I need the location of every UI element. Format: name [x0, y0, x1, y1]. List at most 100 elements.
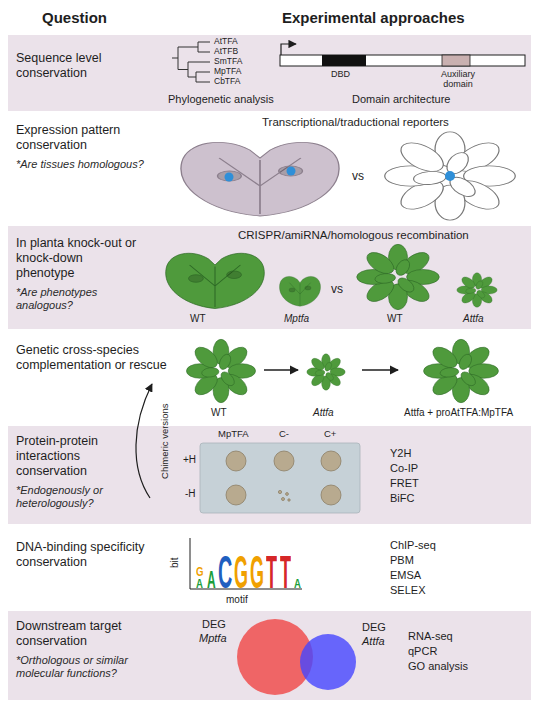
- yeast-colony: [288, 499, 290, 501]
- y2h-plate: [200, 443, 360, 513]
- yeast-colonies: [226, 451, 341, 505]
- yeast-colony: [226, 451, 246, 471]
- figure-label: -H: [185, 488, 196, 500]
- question-note: *Orthologous or similar molecular functi…: [16, 654, 166, 680]
- reporter-signal: [225, 173, 234, 182]
- figure-label: Mptfa: [199, 632, 227, 645]
- band-fill: [8, 226, 531, 329]
- question-band: Downstream target conservation *Orthologo…: [8, 611, 531, 700]
- thallus-mutant: [280, 276, 321, 306]
- figure-label: RNA-seq: [408, 630, 453, 643]
- figure-label: +H: [183, 454, 196, 466]
- figure-label: WT: [190, 313, 206, 325]
- figure-label: WT: [211, 407, 227, 419]
- figure-label: Attfa: [362, 635, 385, 648]
- rosette-rescued: [424, 339, 499, 402]
- promoter-arrow: [281, 44, 296, 55]
- figure-label: CRISPR/amiRNA/homologous recombination: [238, 229, 469, 242]
- motif-letter: G: [250, 548, 264, 595]
- figure-label: C-: [279, 429, 289, 440]
- question-band: In planta knock-out or knock-down phenot…: [8, 226, 531, 329]
- figure-label: Transcriptional/traductional reporters: [262, 116, 449, 129]
- figure-label: bit: [169, 557, 181, 568]
- figure-label: Attfa + proAtTFA:MpTFA: [404, 407, 513, 419]
- figure-label: vs: [352, 170, 364, 184]
- rosette-wt: [186, 339, 255, 402]
- edge-label: Chimeric versions: [160, 403, 170, 479]
- column-heading: Question: [42, 9, 107, 26]
- figure-label: DBD: [331, 69, 350, 79]
- yeast-colony: [286, 493, 289, 496]
- rosette-wt: [357, 244, 440, 309]
- rosette-mutant: [307, 354, 345, 390]
- band-fill: [8, 426, 531, 524]
- question-note: *Endogenously or heterologously?: [16, 484, 136, 510]
- figure-label: AtTFA: [214, 37, 238, 47]
- band-fill: [8, 35, 531, 111]
- yeast-colony: [226, 485, 246, 505]
- figure-label: Domain architecture: [352, 93, 450, 106]
- figure-label: ChIP-seq: [390, 539, 436, 552]
- yeast-colony: [321, 485, 341, 505]
- motif-letter: A: [294, 578, 301, 590]
- gene-bar: [280, 55, 525, 66]
- figure-label: GO analysis: [408, 660, 468, 673]
- figure-label: Y2H: [390, 447, 411, 460]
- figure-label: AtTFB: [214, 47, 238, 57]
- figure-label: Attfa: [463, 313, 484, 325]
- question-band: Expression pattern conservation *Are tiss…: [8, 113, 531, 224]
- figure-label: motif: [226, 594, 248, 606]
- figure-label: C+: [324, 429, 336, 440]
- figure-label: Phylogenetic analysis: [168, 93, 274, 106]
- step-arrow: [362, 369, 398, 370]
- rosette-mutant: [457, 273, 497, 308]
- figure-label: MpTFA: [218, 429, 249, 440]
- figure-label: BiFC: [390, 492, 414, 505]
- column-heading: Experimental approaches: [282, 9, 465, 26]
- motif-letter: C: [218, 548, 232, 595]
- figure-label: DEG: [362, 621, 386, 634]
- question-text: DNA-binding specificity conservation: [16, 540, 166, 570]
- figure-label: DEG: [202, 618, 226, 631]
- motif-letter: G: [196, 566, 203, 578]
- figure-label: WT: [387, 313, 403, 325]
- question-text: Genetic cross-species complementation or…: [16, 343, 178, 373]
- figure-label: PBM: [390, 554, 414, 567]
- phylogenetic-tree: [172, 42, 210, 82]
- curved-arrow: [136, 384, 152, 498]
- yeast-colony: [282, 498, 285, 501]
- rosette-reporter: [385, 132, 516, 220]
- figure-label: EMSA: [390, 569, 421, 582]
- figure-label: Co-IP: [390, 462, 418, 475]
- figure-label: Attfa: [313, 407, 334, 419]
- motif-letter: T: [280, 548, 291, 595]
- reporter-signal: [445, 171, 455, 181]
- question-band: Protein-protein interactions conservatio…: [8, 426, 531, 524]
- figure-label: SmTFA: [214, 57, 242, 67]
- figure-label: MpTFA: [214, 67, 241, 77]
- figure-label: Mptfa: [284, 313, 309, 325]
- motif-letter: T: [266, 548, 277, 595]
- figure-label: Auxiliary domain: [434, 69, 482, 90]
- figure-label: FRET: [390, 477, 419, 490]
- step-arrow: [264, 369, 298, 370]
- motif-letter: A: [196, 578, 203, 590]
- question-text: Sequence level conservation: [16, 51, 161, 81]
- question-text: Expression pattern conservation: [16, 123, 166, 153]
- yeast-colony: [278, 490, 281, 493]
- figure-label: vs: [331, 283, 343, 297]
- auxiliary-domain: [442, 55, 470, 66]
- question-note: *Are tissues homologous?: [16, 158, 166, 171]
- reporter-signal: [287, 167, 296, 176]
- figure-label: CbTFA: [214, 77, 240, 87]
- thallus-wt: [166, 253, 265, 308]
- yeast-colony: [274, 451, 294, 471]
- question-note: *Are phenotypes analogous?: [16, 286, 144, 312]
- motif-letter: A: [207, 568, 216, 592]
- figure-label: SELEX: [390, 584, 425, 597]
- motif-letter: G: [234, 548, 248, 595]
- band-fill: [8, 611, 531, 700]
- venn-circle: [300, 634, 356, 690]
- question-text: Protein-protein interactions conservatio…: [16, 434, 136, 479]
- question-text: Downstream target conservation: [16, 619, 166, 649]
